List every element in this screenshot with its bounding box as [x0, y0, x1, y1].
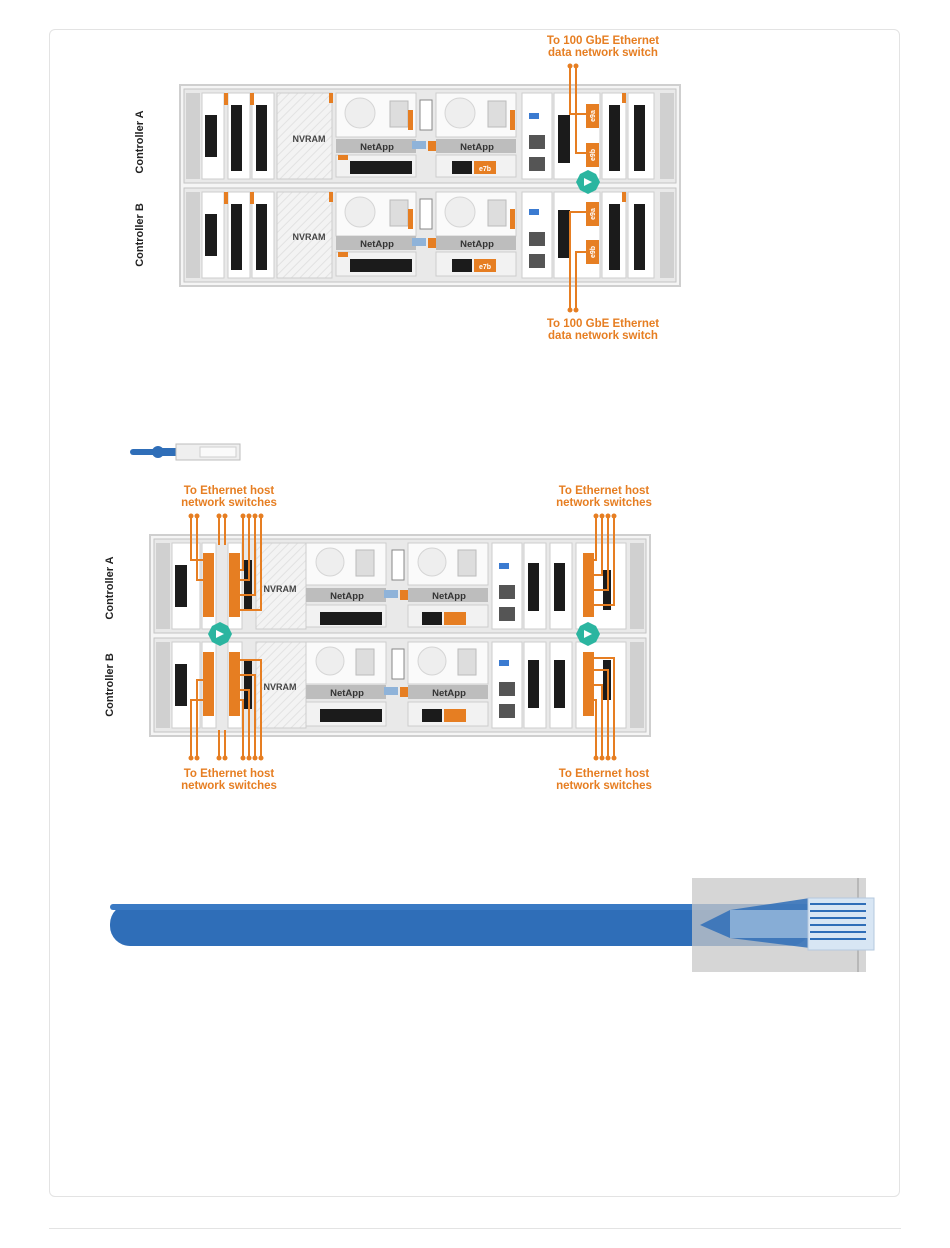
fig1-bottom-label-line1: To 100 GbE Ethernet — [547, 318, 659, 330]
fig2-status-indicator-right — [576, 622, 600, 646]
figure-2-host-network: To Ethernet host network switches To Eth… — [104, 485, 652, 792]
fig1-cable-ends — [567, 63, 579, 313]
fig1-status-indicator — [576, 170, 600, 194]
fig1-a-brand-2: NetApp — [460, 142, 494, 153]
fig2-bottom-right-label-line2: network switches — [556, 780, 652, 792]
fig2-a-brand-2: NetApp — [432, 591, 466, 602]
fig1-top-label-line1: To 100 GbE Ethernet — [547, 35, 659, 47]
fig2-bottom-left-label-line1: To Ethernet host — [184, 768, 275, 780]
fig1-b-brand-1: NetApp — [360, 239, 394, 250]
fig2-b-brand-2: NetApp — [432, 688, 466, 699]
fig1-cables — [569, 66, 586, 310]
fig2-bottom-left-label-line2: network switches — [181, 780, 277, 792]
fig2-cable-ends — [188, 513, 617, 761]
fig2-b-nvram-label: NVRAM — [264, 682, 297, 692]
fig1-b-brand-2: NetApp — [460, 239, 494, 250]
fig1-controller-b: NVRAM NetApp NetApp e7b — [183, 187, 677, 283]
fig1-top-label-line2: data network switch — [548, 47, 658, 59]
fig2-top-right-label-line1: To Ethernet host — [559, 485, 650, 497]
fig2-controller-a: NVRAM NetApp NetApp — [153, 538, 647, 634]
fig1-controller-b-label: Controller B — [134, 203, 146, 267]
footer-divider — [49, 1228, 901, 1229]
fig2-controller-a-label: Controller A — [104, 556, 116, 619]
connector-pins — [810, 903, 866, 940]
connector-boot — [730, 910, 810, 938]
fig2-a-nvram-label: NVRAM — [264, 584, 297, 594]
fig1-a-nvram-label: NVRAM — [293, 134, 326, 144]
fig1-a-port-e9b: e9b — [590, 149, 597, 161]
fig1-controller-a: NVRAM NetApp NetApp — [183, 88, 677, 184]
fig1-a-port-e9a: e9a — [590, 110, 597, 122]
fig2-top-right-label-line2: network switches — [556, 497, 652, 509]
fig1-b-port-e7b: e7b — [479, 264, 491, 271]
fig1-b-nvram-label: NVRAM — [293, 232, 326, 242]
fig2-top-left-label-line2: network switches — [181, 497, 277, 509]
fig1-b-port-e9a: e9a — [590, 208, 597, 220]
fig2-controller-b: NVRAM NetApp NetApp — [153, 637, 647, 733]
fig2-status-indicator-left — [208, 622, 232, 646]
fig2-b-brand-1: NetApp — [330, 688, 364, 699]
fig2-controller-b-label: Controller B — [104, 653, 116, 717]
fig1-a-brand-1: NetApp — [360, 142, 394, 153]
qsfp-cable-icon — [130, 443, 241, 461]
fig1-bottom-label-line2: data network switch — [548, 330, 658, 342]
cable-body — [110, 904, 810, 946]
fig2-top-left-label-line1: To Ethernet host — [184, 485, 275, 497]
fig2-cables — [190, 516, 615, 758]
fig2-bottom-right-label-line1: To Ethernet host — [559, 768, 650, 780]
fig1-controller-a-label: Controller A — [134, 110, 146, 173]
figure-1-data-network: To 100 GbE Ethernet data network switch … — [134, 35, 681, 342]
fig1-a-port-e7b: e7b — [479, 166, 491, 173]
fig1-b-port-e9b: e9b — [590, 246, 597, 258]
fig2-a-brand-1: NetApp — [330, 591, 364, 602]
rj45-cable-illustration — [110, 878, 875, 972]
